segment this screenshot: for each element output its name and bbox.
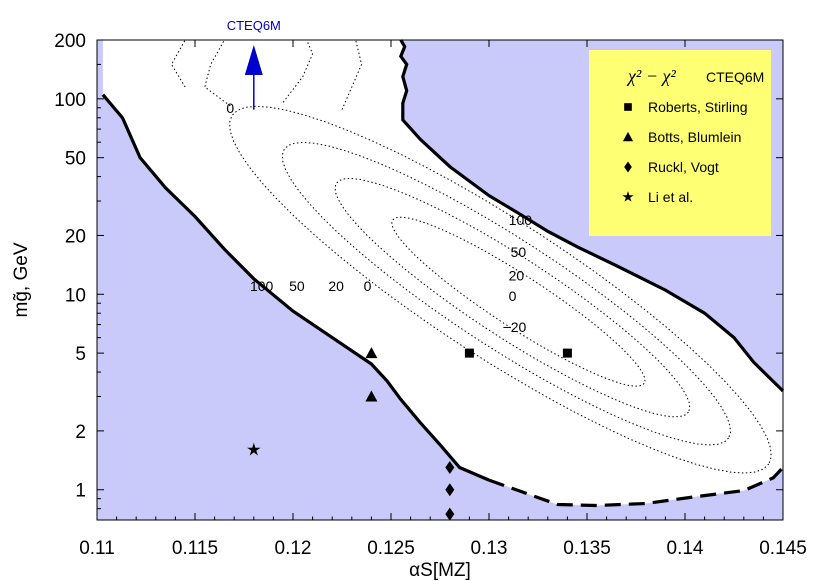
contour-label: 20: [328, 278, 344, 294]
point-diamond: [445, 483, 455, 497]
point-square: [562, 348, 572, 358]
contour-label: 50: [511, 244, 527, 260]
x-tick-label: 0.13: [471, 538, 508, 559]
legend-label: Roberts, Stirling: [648, 99, 748, 115]
contour-open-1: [282, 39, 314, 103]
y-tick-label: 1: [75, 481, 86, 502]
legend-marker-star: [622, 191, 634, 202]
point-triangle: [365, 347, 378, 359]
annotation-label: CTEQ6M: [227, 18, 281, 33]
contour-label: 100: [250, 278, 274, 294]
y-tick-label: 5: [75, 344, 86, 365]
legend-marker-diamond: [624, 161, 632, 173]
contour-ring-0: [391, 216, 646, 387]
y-tick-label: 2: [75, 422, 86, 443]
allowed-region: [102, 40, 783, 506]
x-tick-label: 0.14: [667, 538, 704, 559]
annotation-arrow-head: [244, 45, 263, 75]
x-tick-label: 0.125: [367, 538, 415, 559]
legend-label: Ruckl, Vogt: [648, 159, 719, 175]
x-tick-label: 0.11: [79, 538, 115, 559]
y-tick-label: 50: [65, 149, 86, 170]
contour-label: 50: [289, 278, 305, 294]
contour-label: 0: [364, 278, 372, 294]
contour-ring-1: [334, 177, 691, 418]
legend-box: [589, 50, 771, 236]
y-tick-label: 20: [65, 226, 86, 247]
legend-marker-square: [624, 103, 632, 111]
point-diamond: [445, 460, 455, 474]
x-tick-label: 0.12: [275, 538, 312, 559]
contour-label: 0: [509, 288, 517, 304]
exclusion-boundary-left: [101, 93, 490, 482]
exclusion-boundary-bottom: [488, 466, 785, 508]
legend-label: Botts, Blumlein: [648, 129, 741, 145]
point-star: [247, 442, 261, 456]
axes: 0.11 0.115 0.12 0.125 0.13 0.135 0.14 0.145 1 2 5 1…: [54, 31, 806, 559]
x-axis-label: αS[MZ]: [409, 560, 471, 581]
x-tick-label: 0.115: [172, 538, 218, 559]
point-triangle: [365, 390, 378, 402]
exclusion-boundary-right: [398, 39, 785, 393]
contour-label: 20: [509, 267, 525, 283]
y-tick-label: 200: [54, 31, 86, 52]
y-axis-label: mg̃, GeV: [11, 242, 32, 317]
legend-label: Li et al.: [648, 189, 693, 205]
plot-frame: [96, 39, 784, 521]
point-diamond: [445, 507, 455, 521]
contour-ring-2: [281, 141, 732, 446]
legend-marker-triangle: [622, 131, 634, 142]
contour-open-3: [341, 39, 363, 110]
contour-open-0: [204, 39, 231, 107]
contour-label: −20: [503, 319, 527, 335]
cteq6m-annotation: CTEQ6M: [227, 18, 281, 110]
legend-title: χ² − χ²: [626, 66, 676, 86]
legend-title-subscript: CTEQ6M: [706, 69, 764, 85]
y-tick-label: 10: [65, 285, 86, 306]
y-tick-label: 100: [54, 90, 86, 111]
x-tick-label: 0.135: [563, 538, 611, 559]
contour-ring-3: [229, 105, 772, 474]
contour-open-2: [170, 39, 186, 88]
contour-label: 100: [509, 212, 533, 228]
point-square: [464, 348, 474, 358]
contour-labels: 100 50 20 0 100 50 20 0 −20 0: [226, 100, 532, 335]
contour-label: 0: [226, 100, 234, 116]
data-markers: [247, 347, 572, 521]
contour-lines: [101, 39, 785, 508]
x-tick-label: 0.145: [759, 538, 807, 559]
